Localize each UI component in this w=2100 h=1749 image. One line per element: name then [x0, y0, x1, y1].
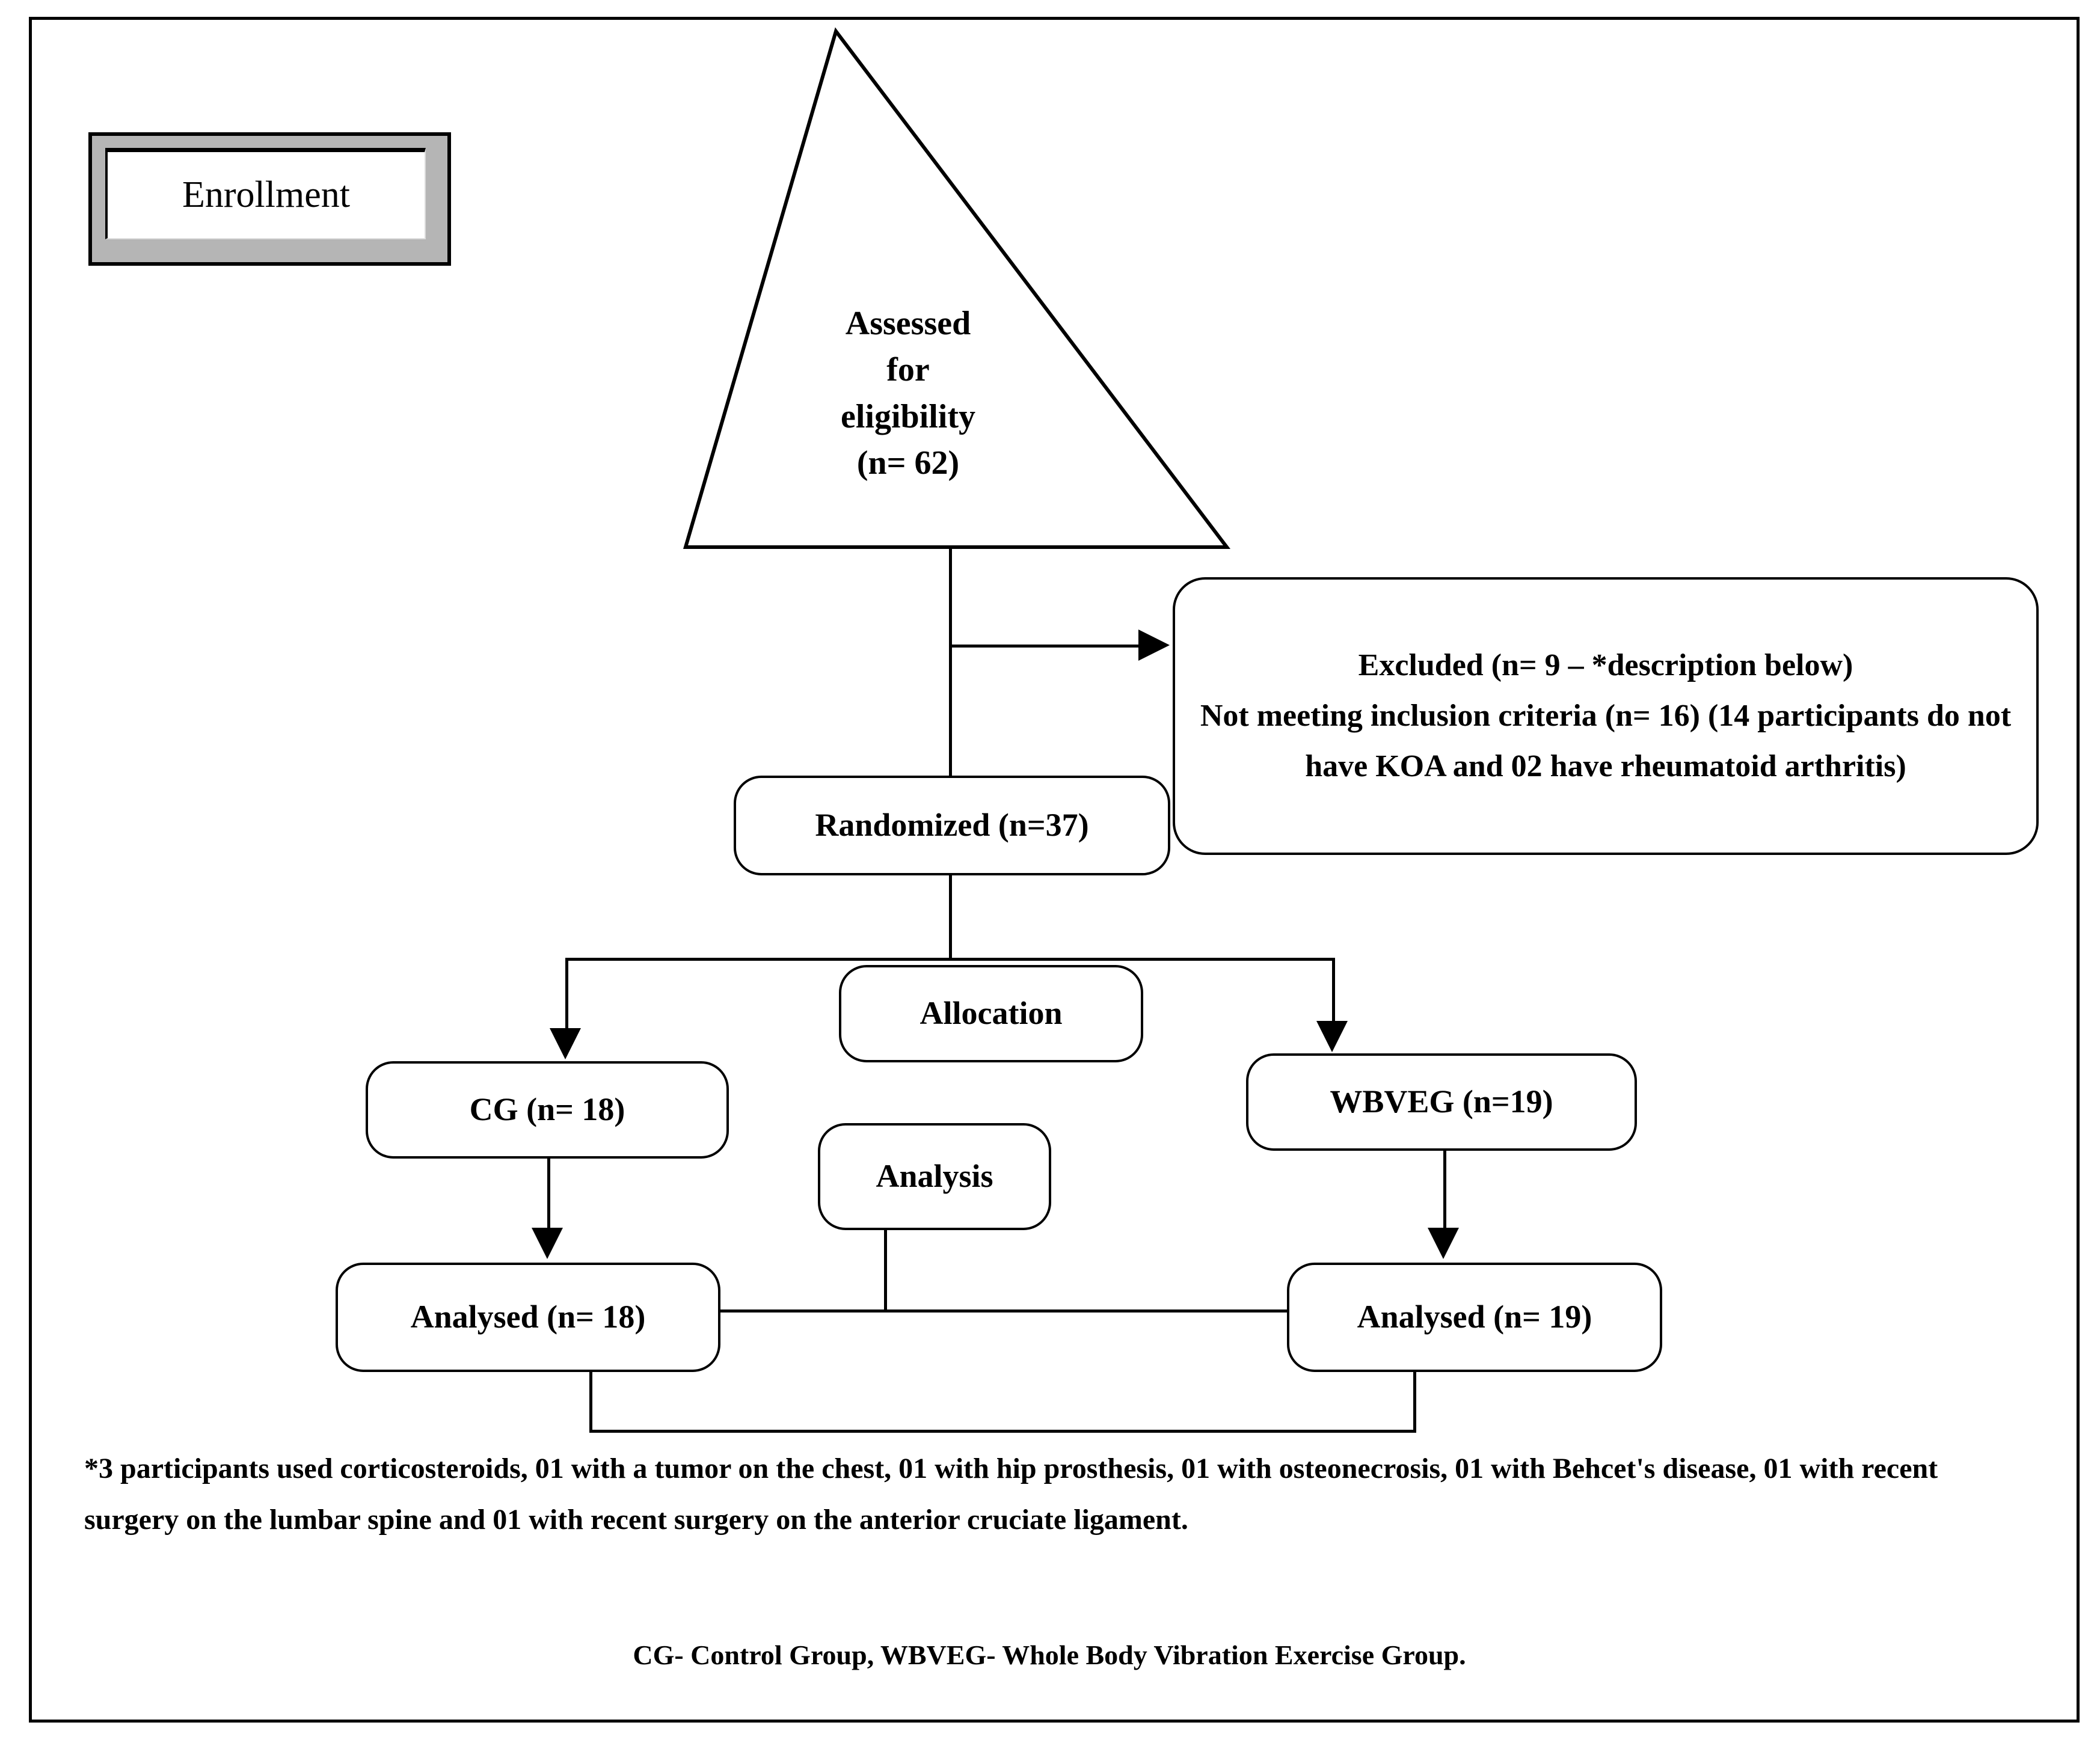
- connector-analysis-to-tie-bar: [884, 1230, 887, 1311]
- enrollment-stage-label: Enrollment: [182, 174, 350, 215]
- randomized-node-label: Randomized (n=37): [815, 807, 1089, 844]
- connector-cg-to-analysed-cg: [547, 1159, 550, 1230]
- arrowhead-to-analysed-cg: [532, 1228, 563, 1259]
- enrollment-inner-bevel: Enrollment: [105, 148, 426, 239]
- connector-analysed-wbveg-bottom: [1413, 1372, 1416, 1431]
- excluded-line-2: Not meeting inclusion criteria (n= 16) (…: [1200, 698, 2012, 784]
- connector-analysed-cg-bottom: [589, 1372, 592, 1431]
- outer-frame-border: [29, 17, 2080, 1723]
- connector-stem-to-excluded: [949, 645, 1140, 648]
- assessed-line-1: Assessed: [845, 305, 971, 342]
- arrowhead-to-excluded: [1138, 629, 1170, 661]
- arrowhead-to-wbveg: [1316, 1021, 1348, 1052]
- allocation-stage-node: Allocation: [839, 965, 1143, 1062]
- assessed-line-2: for: [886, 351, 930, 389]
- assessed-line-3: eligibility: [841, 397, 975, 435]
- enrollment-stage-box: Enrollment: [88, 132, 451, 266]
- wbveg-group-node: WBVEG (n=19): [1246, 1053, 1637, 1151]
- wbveg-group-label: WBVEG (n=19): [1330, 1083, 1553, 1120]
- excluded-line-1: Excluded (n= 9 – *description below): [1358, 648, 1853, 682]
- randomized-node: Randomized (n=37): [734, 776, 1170, 875]
- arrowhead-to-cg: [550, 1028, 581, 1059]
- analysed-wbveg-node: Analysed (n= 19): [1287, 1263, 1662, 1372]
- connector-split-to-cg: [565, 958, 568, 1030]
- analysed-cg-node: Analysed (n= 18): [336, 1263, 720, 1372]
- allocation-stage-label: Allocation: [920, 995, 1063, 1032]
- connector-analysed-bottom-bar: [589, 1430, 1416, 1433]
- analysis-stage-node: Analysis: [818, 1123, 1051, 1230]
- assessed-for-eligibility-triangle: [683, 27, 1231, 549]
- connector-wbveg-to-analysed-wbveg: [1443, 1151, 1446, 1229]
- excluded-node: Excluded (n= 9 – *description below) Not…: [1173, 577, 2039, 855]
- connector-triangle-to-randomized: [949, 547, 952, 777]
- assessed-for-eligibility-text: Assessed for eligibility (n= 62): [800, 301, 1016, 486]
- excluded-node-text: Excluded (n= 9 – *description below) Not…: [1175, 640, 2036, 792]
- assessed-line-4: (n= 62): [856, 444, 960, 482]
- analysis-stage-label: Analysis: [876, 1158, 993, 1195]
- analysed-cg-label: Analysed (n= 18): [410, 1299, 646, 1335]
- footnote-text: *3 participants used corticosteroids, 01…: [84, 1453, 1938, 1536]
- connector-analysed-tie-bar: [719, 1309, 1289, 1313]
- connector-randomized-to-split: [949, 875, 952, 960]
- cg-group-label: CG (n= 18): [469, 1091, 625, 1128]
- analysed-wbveg-label: Analysed (n= 19): [1357, 1299, 1592, 1335]
- connector-split-to-wbveg: [1332, 958, 1335, 1023]
- cg-group-node: CG (n= 18): [366, 1061, 729, 1159]
- arrowhead-to-analysed-wbveg: [1428, 1228, 1459, 1259]
- allocation-split-bar: [565, 958, 1335, 961]
- legend-text: CG- Control Group, WBVEG- Whole Body Vib…: [633, 1640, 1466, 1670]
